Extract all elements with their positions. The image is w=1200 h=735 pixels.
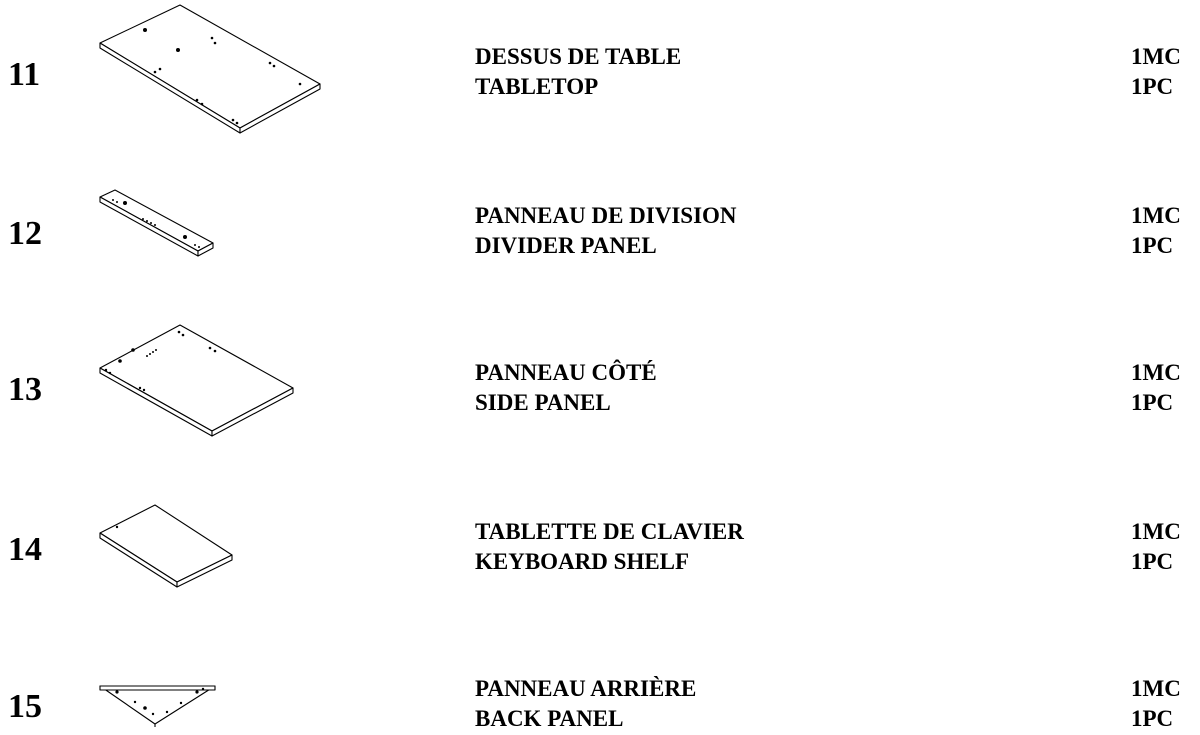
part-name-fr: DESSUS DE TABLE	[475, 44, 682, 69]
part-name-fr: TABLETTE DE CLAVIER	[475, 519, 744, 544]
part-name-fr: PANNEAU CÔTÉ	[475, 360, 657, 385]
part-name-en: TABLETOP	[475, 74, 599, 99]
qty-en: 1PC	[1131, 706, 1174, 731]
part-quantity: 1MC 1PC	[1131, 517, 1181, 577]
part-name-en: SIDE PANEL	[475, 390, 611, 415]
part-names: PANNEAU DE DIVISION DIVIDER PANEL	[475, 201, 737, 261]
tabletop-drawing	[95, 0, 335, 150]
side-panel-drawing	[95, 318, 300, 448]
part-number: 15	[8, 688, 42, 725]
part-names: TABLETTE DE CLAVIER KEYBOARD SHELF	[475, 517, 744, 577]
qty-fr: 1MC	[1131, 676, 1181, 701]
part-names: PANNEAU ARRIÈRE BACK PANEL	[475, 674, 696, 734]
part-quantity: 1MC 1PC	[1131, 201, 1181, 261]
part-quantity: 1MC 1PC	[1131, 674, 1181, 734]
qty-en: 1PC	[1131, 233, 1174, 258]
part-name-en: KEYBOARD SHELF	[475, 549, 690, 574]
qty-en: 1PC	[1131, 549, 1174, 574]
qty-en: 1PC	[1131, 74, 1174, 99]
qty-fr: 1MC	[1131, 360, 1181, 385]
part-name-fr: PANNEAU ARRIÈRE	[475, 676, 697, 701]
divider-panel-drawing	[95, 185, 225, 265]
part-name-en: DIVIDER PANEL	[475, 233, 657, 258]
back-panel-drawing	[95, 678, 225, 735]
part-name-en: BACK PANEL	[475, 706, 624, 731]
qty-fr: 1MC	[1131, 203, 1181, 228]
part-name-fr: PANNEAU DE DIVISION	[475, 203, 737, 228]
keyboard-shelf-drawing	[95, 500, 240, 600]
part-names: DESSUS DE TABLE TABLETOP	[475, 42, 681, 102]
part-quantity: 1MC 1PC	[1131, 42, 1181, 102]
part-number: 13	[8, 371, 42, 408]
qty-en: 1PC	[1131, 390, 1174, 415]
qty-fr: 1MC	[1131, 44, 1181, 69]
part-number: 12	[8, 215, 42, 252]
part-quantity: 1MC 1PC	[1131, 358, 1181, 418]
part-number: 11	[8, 56, 41, 93]
part-names: PANNEAU CÔTÉ SIDE PANEL	[475, 358, 657, 418]
part-number: 14	[8, 531, 42, 568]
qty-fr: 1MC	[1131, 519, 1181, 544]
